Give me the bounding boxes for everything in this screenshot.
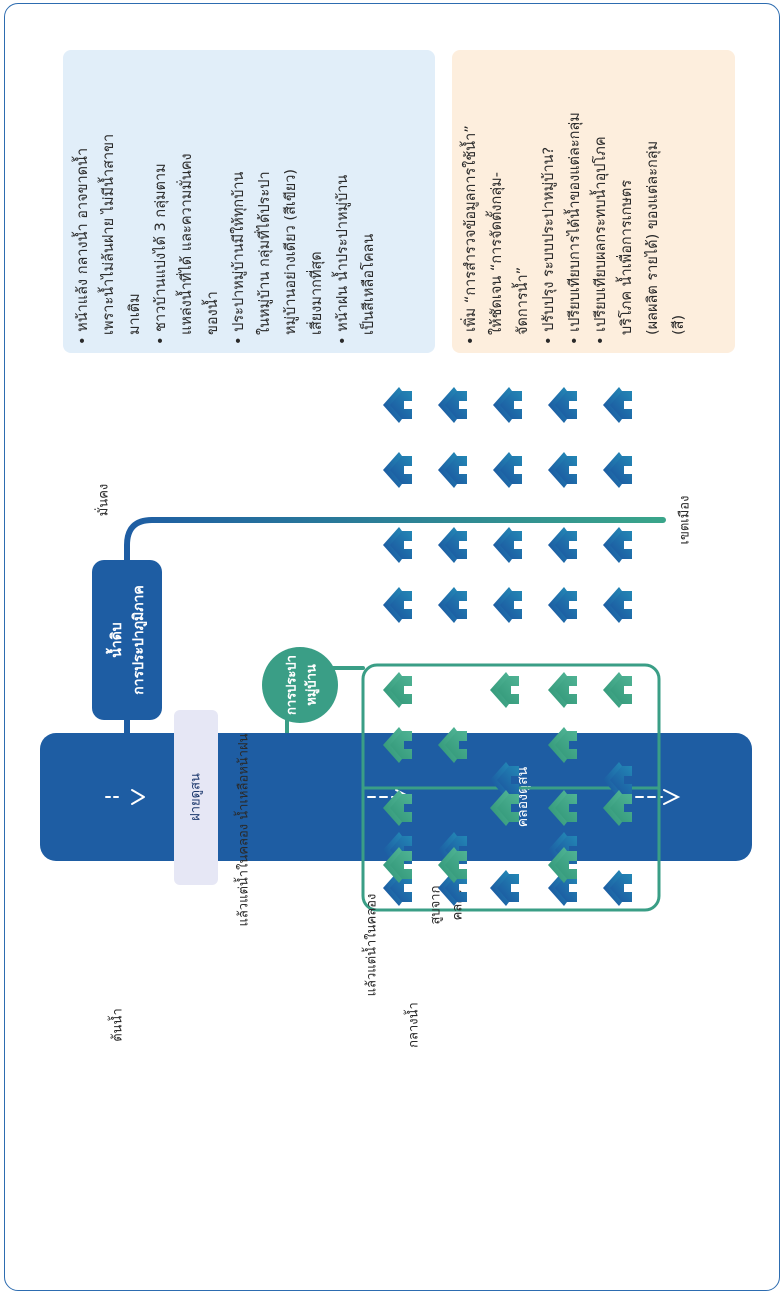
house-icon xyxy=(603,527,632,563)
sol-4-line-2: บริโภค น้ำเพื่อการเกษตร xyxy=(615,180,635,335)
bullet-3-line-3: หมู่บ้านอย่างเดียว (สีเขียว) xyxy=(282,169,299,335)
dashed-right-arrow-icon xyxy=(105,789,145,805)
canal-label: คลองดูสน xyxy=(515,766,531,827)
sol-4-line-1: • เปรียบเทียบผลกระทบน้ำอุปโภค xyxy=(589,136,609,345)
house-icon xyxy=(548,387,577,423)
bullet-2-line-1: • ชาวบ้านแบ่งได้ 3 กลุ่มตาม xyxy=(151,163,169,345)
bullet-3-line-2: ในหมู่บ้าน กลุ่มที่ได้ประปา xyxy=(254,171,273,335)
rotated-labels: ต้นน้ำ กลางน้ำ มั่นคง แล้วแต่น้ำในคลอง น… xyxy=(95,484,693,1048)
house-icon xyxy=(603,452,632,488)
house-icon xyxy=(490,870,519,906)
dam-pill: ฝายดูสน xyxy=(174,710,218,885)
raw-water-label: น้ำดิบ xyxy=(105,622,125,658)
page-frame xyxy=(4,3,780,1291)
house-icon xyxy=(548,527,577,563)
bullet-1-line-2: เพราะน้ำไม่ล้นฝาย ไม่มีน้ำสาขา xyxy=(97,134,117,335)
sol-3-line-1: • เปรียบเทียบการได้น้ำของแต่ละกลุ่ม xyxy=(563,112,583,345)
house-icon xyxy=(383,452,412,488)
house-icon xyxy=(493,587,522,623)
house-icon xyxy=(383,587,412,623)
house-icon xyxy=(603,387,632,423)
sol-1-line-2: ให้ชัดเจน “การจัดตั้งกลุ่ม- xyxy=(485,172,505,335)
bullet-3-line-4: เสี่ยงมากที่สุด xyxy=(306,251,325,335)
sol-4-line-3: (ผลผลิต รายได้) ของแต่ละกลุ่ม xyxy=(643,141,661,335)
sol-4-line-4: (สี) xyxy=(670,315,687,335)
stable-label: มั่นคง xyxy=(95,484,112,517)
bullet-4-line-2: เป็นสีเหลือโคลน xyxy=(358,234,377,335)
bullet-2-line-3: ของน้ำ xyxy=(201,291,221,335)
house-icon xyxy=(383,527,412,563)
bullet-1-line-1: • หน้าแล้ง กลางน้ำ อาจขาดน้ำ xyxy=(71,148,91,345)
dam-label: ฝายดูสน xyxy=(189,773,204,821)
house-icon xyxy=(603,587,632,623)
solutions-text: • เพิ่ม “การสำรวจข้อมูลการใช้น้ำ” ให้ชัด… xyxy=(459,108,687,345)
house-icon xyxy=(493,452,522,488)
problems-text: • หน้าแล้ง กลางน้ำ อาจขาดน้ำ เพราะน้ำไม่… xyxy=(71,129,377,345)
house-icon xyxy=(490,672,519,708)
house-icon xyxy=(548,672,577,708)
regional-pipe xyxy=(124,517,666,738)
house-icon xyxy=(493,527,522,563)
bullet-2-line-2: แหล่งน้ำที่ได้ และความมั่นคง xyxy=(175,153,195,335)
canal-only-label: แล้วแต่น้ำในคลอง xyxy=(362,894,380,997)
house-icon xyxy=(493,387,522,423)
village-waterworks-line-1: การประปา xyxy=(285,655,300,715)
village-waterworks-circle: การประปา หมู่บ้าน xyxy=(262,647,338,723)
house-icon xyxy=(438,527,467,563)
sol-1-line-1: • เพิ่ม “การสำรวจข้อมูลการใช้น้ำ” xyxy=(459,125,479,345)
house-icon xyxy=(383,387,412,423)
bullet-4-line-1: • หน้าฝน น้ำประปาหมู่บ้าน xyxy=(331,175,351,345)
house-icon xyxy=(548,452,577,488)
midstream-label: กลางน้ำ xyxy=(404,1002,422,1048)
sol-1-line-3: จัดการน้ำ” xyxy=(511,267,531,335)
problems-box: • หน้าแล้ง กลางน้ำ อาจขาดน้ำ เพราะน้ำไม่… xyxy=(63,50,435,353)
bullet-1-line-3: มาเติม xyxy=(127,293,143,335)
house-icon xyxy=(548,587,577,623)
regional-waterworks-box: น้ำดิบ การประปาภูมิภาค xyxy=(92,560,162,720)
house-icon xyxy=(383,672,412,708)
dashed-right-arrow-icon xyxy=(635,789,681,805)
bullet-3-line-1: • ประปาหมู่บ้านมีให้ทุกบ้าน xyxy=(229,171,247,345)
solutions-box: • เพิ่ม “การสำรวจข้อมูลการใช้น้ำ” ให้ชัด… xyxy=(452,50,735,353)
house-icon xyxy=(438,587,467,623)
source-label: ต้นน้ำ xyxy=(108,1008,126,1042)
house-icon xyxy=(603,672,632,708)
house-icon xyxy=(438,452,467,488)
house-icon xyxy=(438,387,467,423)
regional-waterworks-label: การประปาภูมิภาค xyxy=(131,585,147,694)
canal-and-rain-label: แล้วแต่น้ำในคลอง น้ำเหลือหน้าฝน xyxy=(234,733,252,926)
village-waterworks-line-2: หมู่บ้าน xyxy=(304,664,320,706)
sol-2-line-1: • ปรับปรุง ระบบประปาหมู่บ้าน? xyxy=(540,147,557,345)
municipal-label: เขตเมือง xyxy=(677,496,693,545)
house-icon xyxy=(603,870,632,906)
pump-from-canal-line-1: สูบจาก xyxy=(429,886,444,925)
